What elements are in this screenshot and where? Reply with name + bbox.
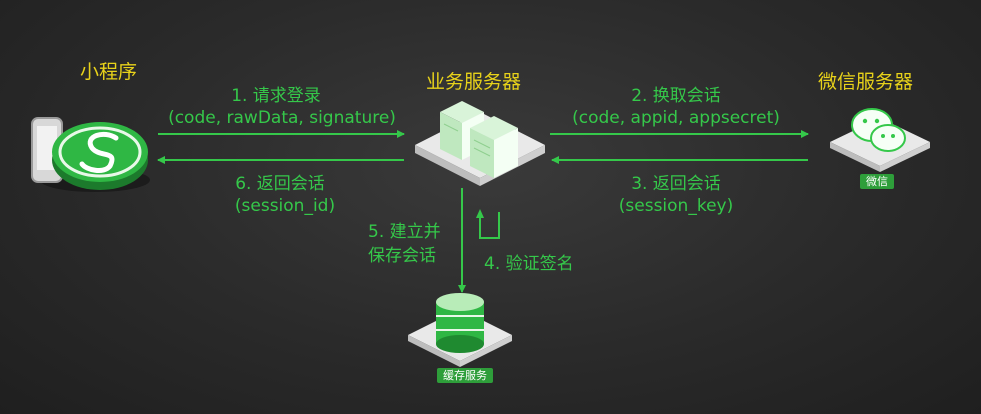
step2-params: (code, appid, appsecret) bbox=[572, 108, 780, 128]
business-server-icon bbox=[415, 101, 545, 186]
step6-title: 6. 返回会话 bbox=[235, 174, 325, 194]
step3-title: 3. 返回会话 bbox=[631, 174, 721, 194]
step6-params: (session_id) bbox=[234, 196, 336, 216]
cache-service-badge: 缓存服务 bbox=[437, 368, 493, 383]
step2-title: 2. 换取会话 bbox=[631, 86, 721, 106]
step5-line2: 保存会话 bbox=[368, 246, 436, 266]
step1-title: 1. 请求登录 bbox=[231, 86, 321, 106]
wechat-badge: 微信 bbox=[860, 174, 894, 189]
wechat-server-icon bbox=[830, 108, 930, 172]
step3-params: (session_key) bbox=[618, 196, 734, 216]
mini-program-icon bbox=[31, 117, 150, 192]
wechat-server-label: 微信服务器 bbox=[818, 71, 914, 93]
mini-program-label: 小程序 bbox=[80, 61, 138, 83]
step1-params: (code, rawData, signature) bbox=[168, 108, 396, 128]
step4-title: 4. 验证签名 bbox=[484, 254, 574, 274]
business-server-label: 业务服务器 bbox=[426, 71, 522, 93]
step5-line1: 5. 建立并 bbox=[368, 222, 441, 242]
cache-service-icon bbox=[408, 293, 512, 367]
arrow-verify-signature bbox=[479, 212, 500, 239]
